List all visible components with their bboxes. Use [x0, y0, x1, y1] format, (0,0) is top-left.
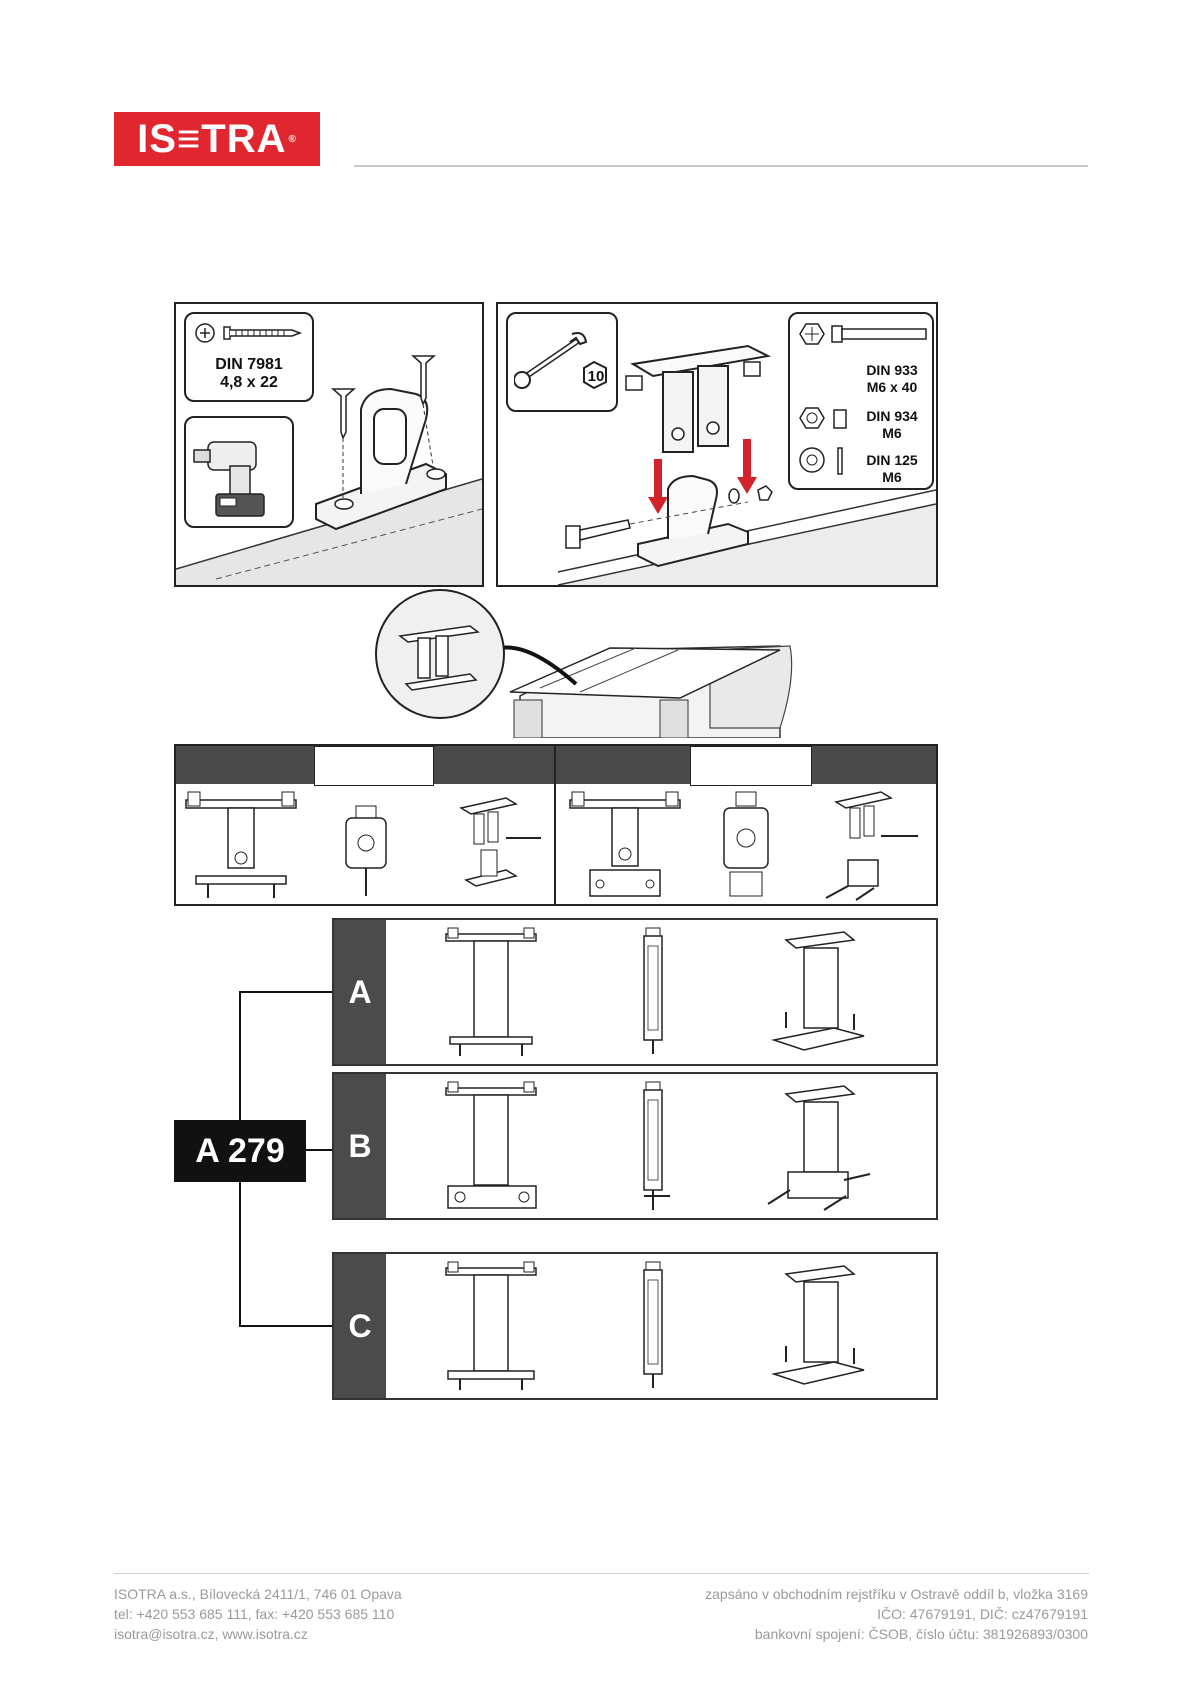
row-b-drawings: [445, 1081, 871, 1211]
variant-row-c: C: [332, 1252, 938, 1400]
footer-tax-ids: IČO: 47679191, DIČ: cz47679191: [877, 1606, 1088, 1622]
footer-phone: tel: +420 553 685 111, fax: +420 553 685…: [114, 1606, 395, 1622]
row-c-drawings: [445, 1261, 865, 1390]
variant-left-views: [185, 791, 541, 898]
footer-contact: isotra@isotra.cz, www.isotra.cz: [114, 1624, 574, 1644]
front-view-drawing: [445, 1081, 537, 1209]
red-arrow-right: [737, 439, 757, 494]
screw-spec-line2: 4,8 x 22: [220, 374, 278, 391]
step2-panel: 10 DIN 933 M6 x 40: [496, 302, 938, 587]
row-letter-a: A: [334, 920, 386, 1064]
variant-left-panel: [174, 744, 556, 906]
front-view-drawing: [569, 791, 681, 897]
variant-right-views: [569, 791, 918, 901]
side-view-drawing: [723, 791, 769, 897]
variant-row-b: B: [332, 1072, 938, 1220]
pergola-overview-illustration: [375, 589, 793, 738]
variant-left-label: [314, 746, 434, 786]
side-view-drawing: [643, 1261, 663, 1388]
washer-spec-line2: M6: [882, 469, 902, 485]
hinge-assembly-illustration: [557, 344, 936, 585]
row-letter-c: C: [334, 1254, 386, 1398]
wrench-tool-box: 10: [506, 312, 618, 412]
iso-view-drawing: [767, 1085, 871, 1211]
screw-spec-text: DIN 7981 4,8 x 22: [186, 356, 312, 392]
variant-row-a: A: [332, 918, 938, 1066]
nut-spec-line1: DIN 934: [866, 408, 918, 424]
side-view-drawing: [643, 1081, 670, 1210]
bracket-mounting-illustration: [176, 355, 482, 585]
step1-panel: DIN 7981 4,8 x 22: [174, 302, 484, 587]
iso-view-drawing: [771, 931, 865, 1051]
nut-spec-line2: M6: [882, 425, 902, 441]
wrench-icon: [514, 332, 607, 390]
header-divider: [354, 165, 1088, 167]
footer-address: ISOTRA a.s., Bílovecká 2411/1, 746 01 Op…: [114, 1586, 402, 1602]
screw-spec-box: DIN 7981 4,8 x 22: [184, 312, 314, 402]
wrench-size-hex-icon: [583, 360, 607, 390]
hex-bolt-icon: [799, 323, 927, 345]
row-letter-b: B: [334, 1074, 386, 1218]
front-view-drawing: [445, 1261, 537, 1390]
bolt-spec: DIN 933 M6 x 40: [852, 362, 932, 396]
isotra-logo: IS≡TRA®: [114, 112, 320, 166]
bolt-m6x40: [565, 501, 749, 549]
screw-left: [331, 388, 356, 499]
code-connector-lines: [239, 991, 332, 1327]
iso-view-drawing: [771, 1265, 865, 1385]
iso-view-drawing: [825, 791, 918, 901]
drill-tool-box: [184, 416, 294, 528]
side-view-drawing: [643, 927, 663, 1054]
washer-part: [728, 488, 740, 504]
cordless-drill-icon: [193, 441, 265, 517]
iso-view-drawing: [459, 797, 541, 887]
screw-spec-line1: DIN 7981: [215, 356, 283, 373]
footer-bank: bankovní spojení: ČSOB, číslo účtu: 3819…: [754, 1626, 1088, 1642]
side-view-drawing: [345, 805, 387, 896]
red-arrow-left: [648, 459, 668, 514]
fastener-spec-box: DIN 933 M6 x 40 DIN 934 M6 DIN 125 M6: [788, 312, 934, 490]
footer-divider: [114, 1573, 1089, 1574]
washer-spec-line1: DIN 125: [866, 452, 918, 468]
wrench-size-label: 10: [587, 368, 605, 385]
hex-nut-icon: [799, 407, 847, 429]
nut-part: [757, 485, 773, 501]
washer-spec: DIN 125 M6: [852, 452, 932, 486]
footer-email-web: isotra@isotra.cz, www.isotra.cz: [114, 1626, 308, 1642]
front-view-drawing: [185, 791, 297, 898]
bolt-spec-line1: DIN 933: [866, 362, 918, 378]
screw-right: [411, 355, 436, 473]
footer-registration-info: zapsáno v obchodním rejstříku v Ostravě …: [600, 1584, 1088, 1644]
variant-right-label: [690, 746, 812, 786]
washer-icon: [799, 447, 843, 475]
footer-registration: zapsáno v obchodním rejstříku v Ostravě …: [705, 1586, 1088, 1602]
pan-head-screw-icon: [195, 323, 303, 343]
nut-spec: DIN 934 M6: [852, 408, 932, 442]
variant-right-panel: [554, 744, 938, 906]
product-code-label: A 279: [174, 1120, 306, 1182]
footer-company-info: ISOTRA a.s., Bílovecká 2411/1, 746 01 Op…: [114, 1584, 574, 1644]
row-a-drawings: [445, 927, 865, 1056]
fastener-icons: [799, 323, 927, 475]
bolt-spec-line2: M6 x 40: [866, 379, 918, 395]
logo-registered-mark: ®: [288, 133, 297, 145]
logo-text: IS≡TRA: [137, 116, 287, 161]
front-view-drawing: [445, 927, 537, 1056]
